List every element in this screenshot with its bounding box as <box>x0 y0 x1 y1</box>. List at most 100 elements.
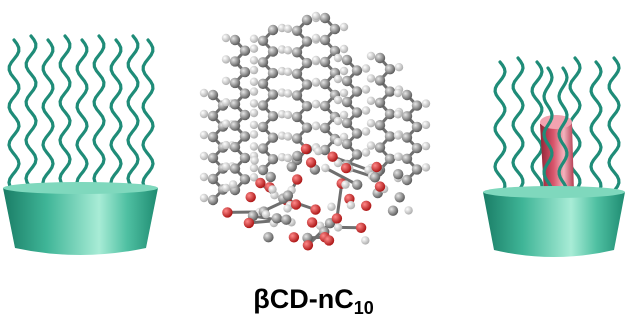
carbon-atom <box>263 232 274 243</box>
carbon-atom <box>401 89 413 101</box>
hydrogen-atom <box>199 193 209 203</box>
carbon-atom <box>291 133 303 144</box>
carbon-atom <box>291 111 303 123</box>
hydrogen-atom <box>221 119 231 128</box>
carbon-atom <box>207 89 219 101</box>
carbon-atom <box>351 86 363 97</box>
hydrogen-atom <box>361 127 371 136</box>
hydrogen-atom <box>249 65 259 75</box>
hydrogen-atom <box>199 109 209 119</box>
carbon-atom <box>267 89 279 100</box>
carbon-atom <box>229 99 241 110</box>
hydrogen-atom <box>221 140 231 150</box>
hydrogen-atom <box>314 146 323 156</box>
hydrogen-atom <box>311 121 321 131</box>
carbon-atom <box>341 54 353 66</box>
carbon-atom <box>239 66 251 78</box>
carbon-atom <box>271 213 282 224</box>
carbon-atom <box>239 109 251 121</box>
carbon-atom <box>207 152 219 164</box>
hydrogen-atom <box>311 55 321 65</box>
hydrogen-atom <box>339 66 349 76</box>
carbon-atom <box>207 131 219 143</box>
hydrogen-atom <box>249 77 259 87</box>
carbon-atom <box>286 161 297 172</box>
hydrogen-atom <box>366 141 376 150</box>
carbon-atom <box>257 121 269 133</box>
hydrogen-atom <box>311 77 321 87</box>
carbon-atom <box>351 149 363 160</box>
hydrogen-atom <box>249 163 259 173</box>
hydrogen-atom <box>283 132 293 141</box>
carbon-atom <box>394 192 405 203</box>
alkyl-chain <box>58 34 72 192</box>
carbon-atom <box>207 194 219 206</box>
carbon-atom <box>374 120 386 131</box>
carbon-atom <box>319 56 331 68</box>
carbon-atom <box>341 138 353 150</box>
carbon-atom <box>301 14 313 26</box>
molecular-model <box>199 11 431 251</box>
carbon-atom <box>384 86 396 97</box>
hydrogen-atom <box>283 110 293 120</box>
oxygen-atom <box>310 204 321 215</box>
carbon-atom <box>384 63 396 75</box>
carbon-atom <box>387 205 399 216</box>
alkyl-chain <box>530 60 544 195</box>
carbon-atom <box>229 56 241 67</box>
carbon-atom <box>374 97 386 109</box>
hydrogen-atom <box>249 87 259 96</box>
hydrogen-atom <box>421 141 431 151</box>
carbon-atom <box>267 24 279 36</box>
carbon-atom <box>301 79 313 90</box>
carbon-atom <box>229 120 241 131</box>
oxygen-atom <box>305 157 317 168</box>
hydrogen-atom <box>283 67 293 77</box>
carbon-atom <box>267 67 279 79</box>
hydrogen-atom <box>221 162 231 171</box>
hydrogen-atom <box>361 64 371 73</box>
hydrogen-atom <box>364 165 373 175</box>
cyclodextrin-inclusion-complex <box>483 56 625 257</box>
carbon-atom <box>265 171 276 183</box>
hydrogen-atom <box>199 151 209 161</box>
carbon-atom <box>341 75 353 87</box>
hydrogen-atom <box>327 202 336 211</box>
hydrogen-atom <box>393 88 403 98</box>
hydrogen-atom <box>249 142 259 151</box>
alkyl-chain <box>41 38 55 192</box>
oxygen-atom <box>331 213 343 224</box>
carbon-atom <box>369 172 381 183</box>
carbon-atom <box>282 190 294 201</box>
carbon-atom <box>401 174 413 186</box>
oxygen-atom <box>302 240 314 251</box>
hydrogen-atom <box>333 223 343 232</box>
carbon-atom <box>301 122 313 133</box>
carbon-atom <box>267 132 279 143</box>
carbon-atom <box>257 57 269 68</box>
cyclodextrin-empty <box>3 34 158 255</box>
carbon-atom <box>393 169 404 180</box>
hydrogen-atom <box>393 152 403 161</box>
carbon-atom <box>257 100 269 111</box>
carbon-atom <box>229 141 241 153</box>
carbon-atom <box>302 232 313 244</box>
carbon-atom <box>291 47 303 58</box>
caption-subscript: 10 <box>353 298 374 318</box>
oxygen-atom <box>374 181 386 192</box>
hydrogen-atom <box>393 110 403 119</box>
alkyl-chain <box>141 38 155 192</box>
carbon-atom <box>207 110 219 122</box>
figure-caption: βCD-nC10 <box>0 284 627 319</box>
hydrogen-atom <box>221 76 231 86</box>
hydrogen-atom <box>333 74 343 84</box>
oxygen-atom <box>243 217 255 229</box>
hydrogen-atom <box>321 163 330 173</box>
hydrogen-atom <box>261 210 271 219</box>
hydrogen-atom <box>283 46 293 55</box>
caption-text: βCD-nC <box>253 284 354 314</box>
carbon-atom <box>319 78 331 90</box>
hydrogen-atom <box>339 44 349 54</box>
alkyl-chain <box>493 60 507 195</box>
oxygen-atom <box>361 200 372 211</box>
